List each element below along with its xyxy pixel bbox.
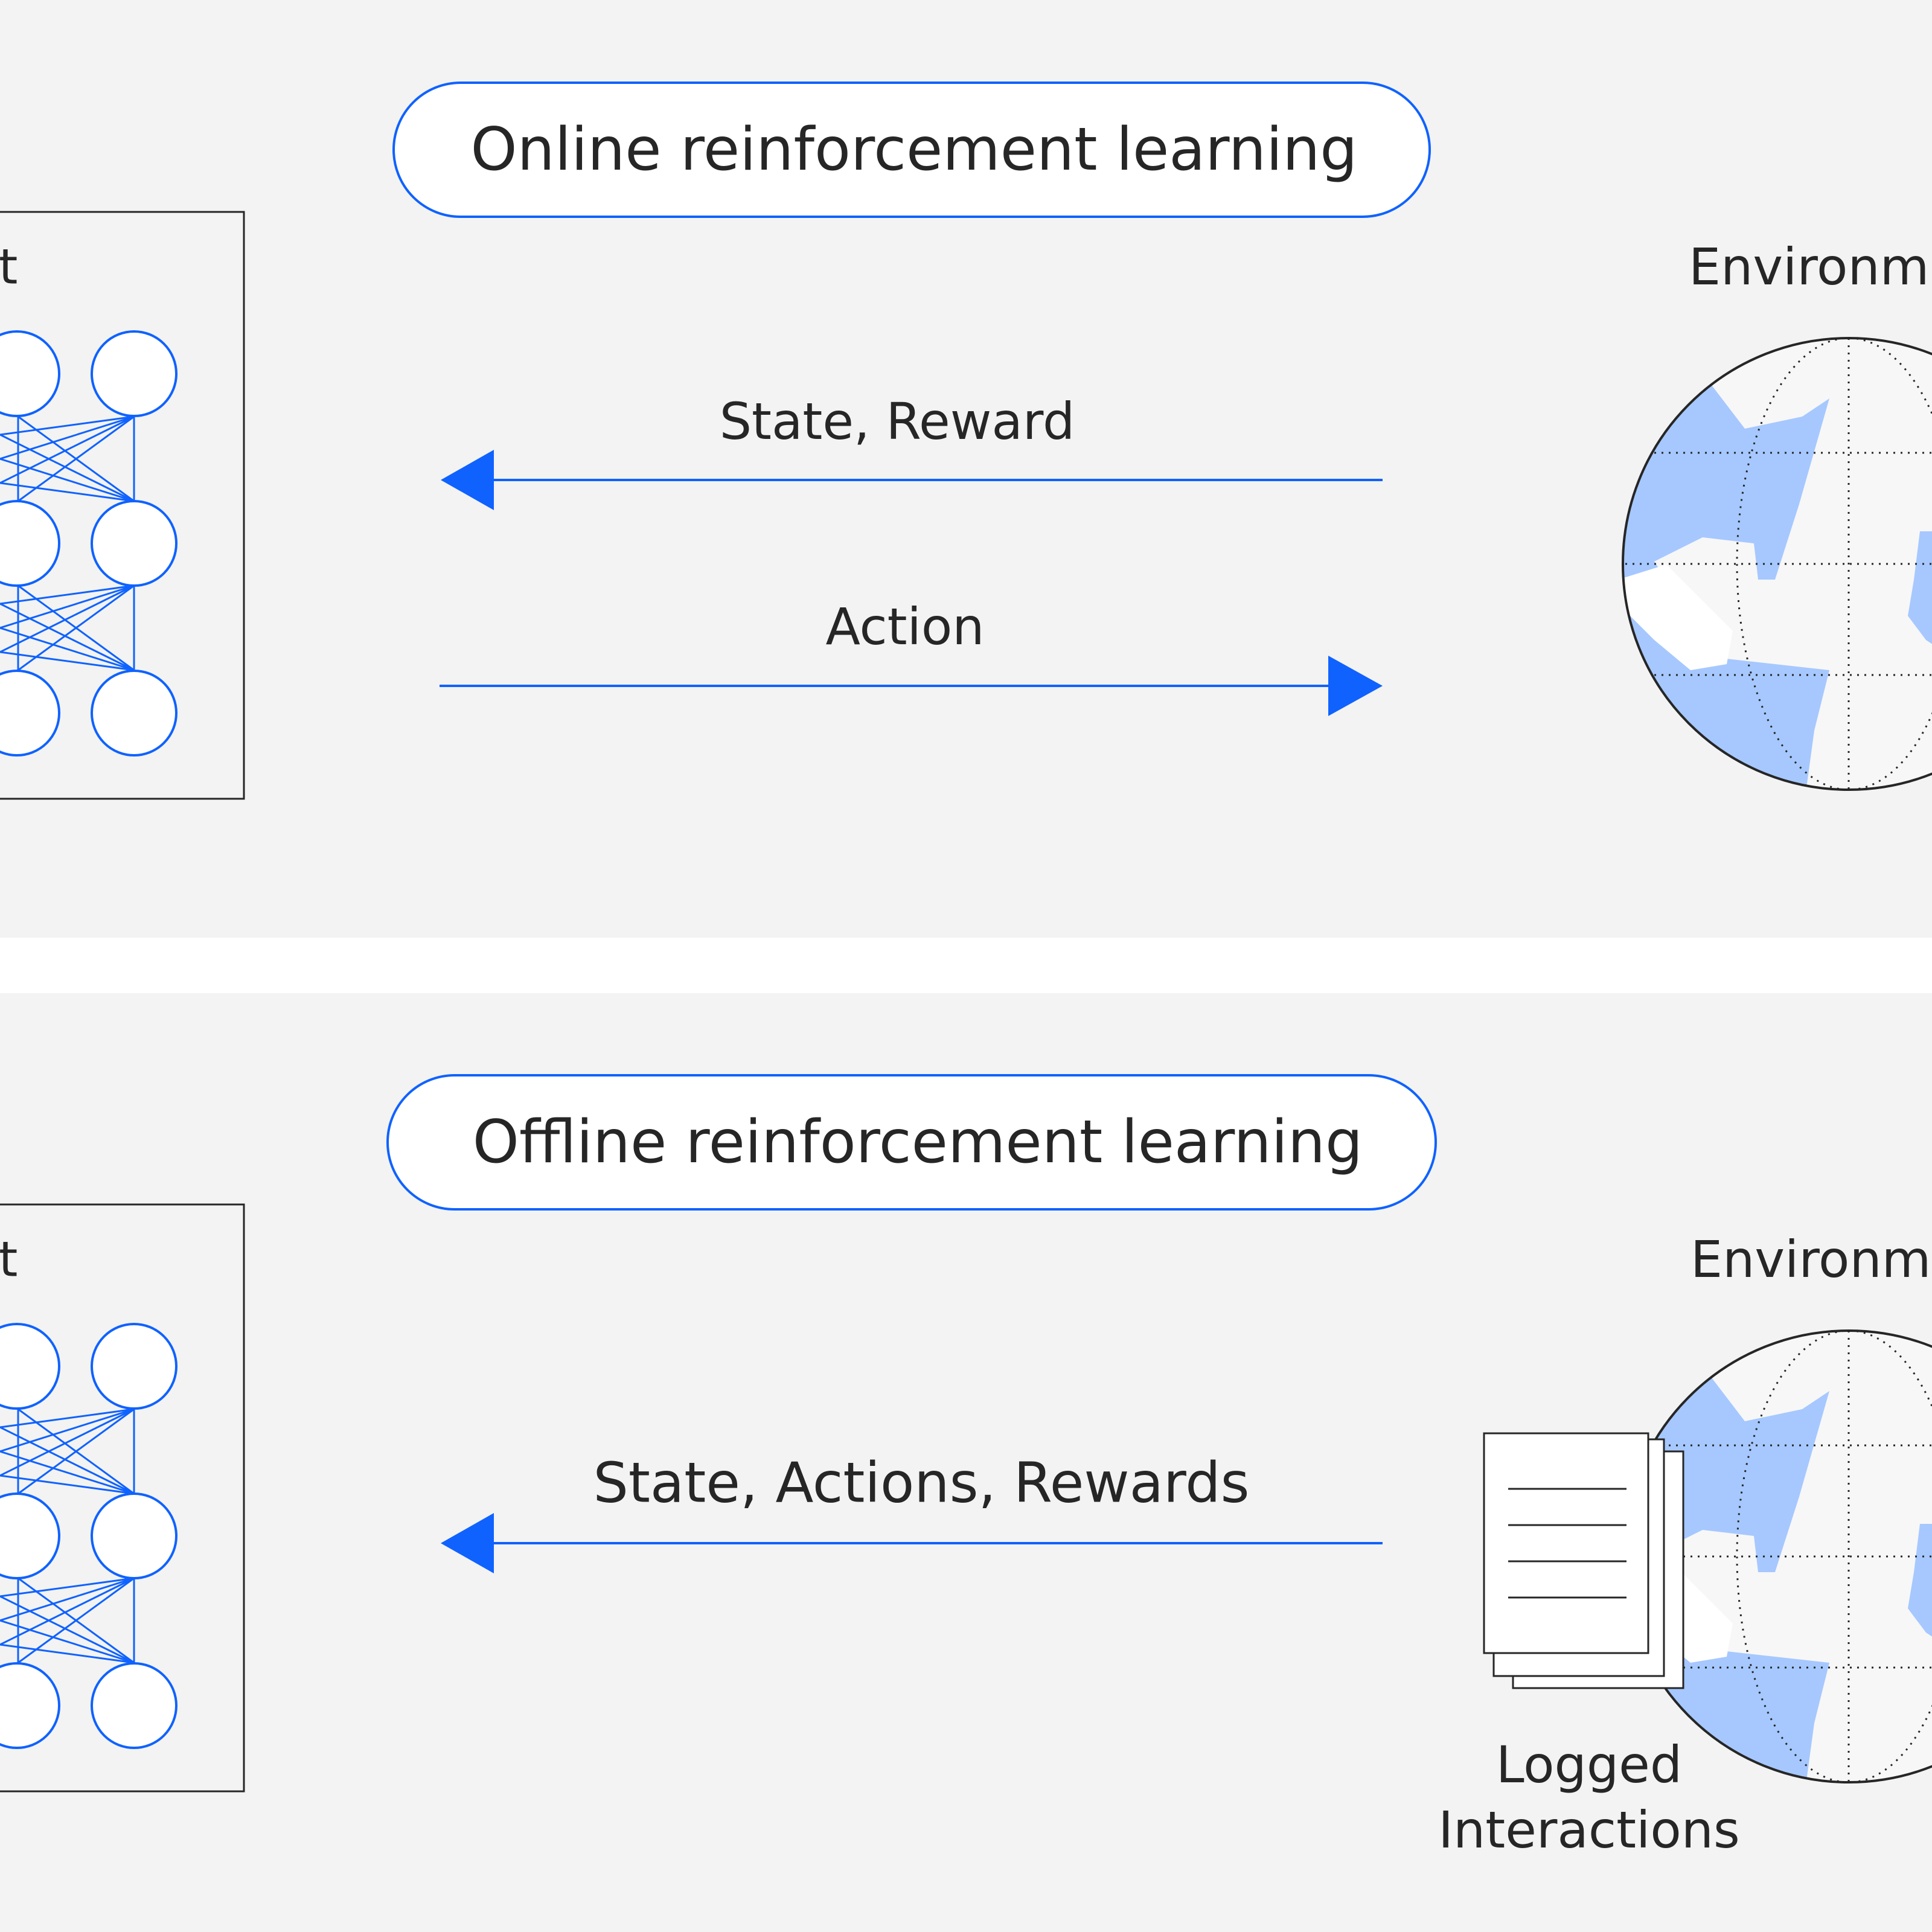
agent-box (0, 1203, 245, 1793)
online-title-pill: Online reinforcement learning (392, 82, 1431, 218)
arrowhead-left-icon (441, 450, 494, 510)
online-title: Online reinforcement learning (470, 115, 1357, 184)
agent-label: t (0, 1232, 18, 1288)
action-arrow: Action (440, 597, 1383, 716)
environment-label: Environm (1690, 1230, 1931, 1289)
logged-label-line2: Interactions (1438, 1800, 1740, 1860)
offline-environment: Environm (1438, 1230, 1932, 1860)
arrowhead-left-icon (441, 1513, 494, 1573)
online-environment: Environm (1622, 237, 1932, 791)
logged-label-line1: Logged (1496, 1735, 1682, 1794)
state-reward-label: State, Reward (720, 392, 1075, 451)
data-flow-label: State, Actions, Rewards (593, 1451, 1249, 1515)
action-label: Action (825, 597, 984, 656)
neural-network-icon (0, 330, 178, 756)
offline-title: Offline reinforcement learning (473, 1108, 1363, 1177)
arrowhead-right-icon (1328, 656, 1383, 716)
documents-stack-icon (1483, 1432, 1684, 1689)
online-agent: t (0, 211, 245, 800)
environment-label: Environm (1689, 237, 1930, 296)
agent-box (0, 211, 245, 800)
logged-data-arrow: State, Actions, Rewards (441, 1451, 1383, 1573)
offline-section: Offline reinforcement learning t (0, 1074, 1932, 1860)
neural-network-icon (0, 1323, 178, 1749)
offline-title-pill: Offline reinforcement learning (386, 1074, 1437, 1211)
online-section: Online reinforcement learning t (0, 82, 1932, 800)
agent-label: t (0, 239, 18, 295)
globe-icon (1622, 337, 1932, 791)
offline-agent: t (0, 1203, 245, 1793)
state-reward-arrow: State, Reward (441, 392, 1383, 510)
